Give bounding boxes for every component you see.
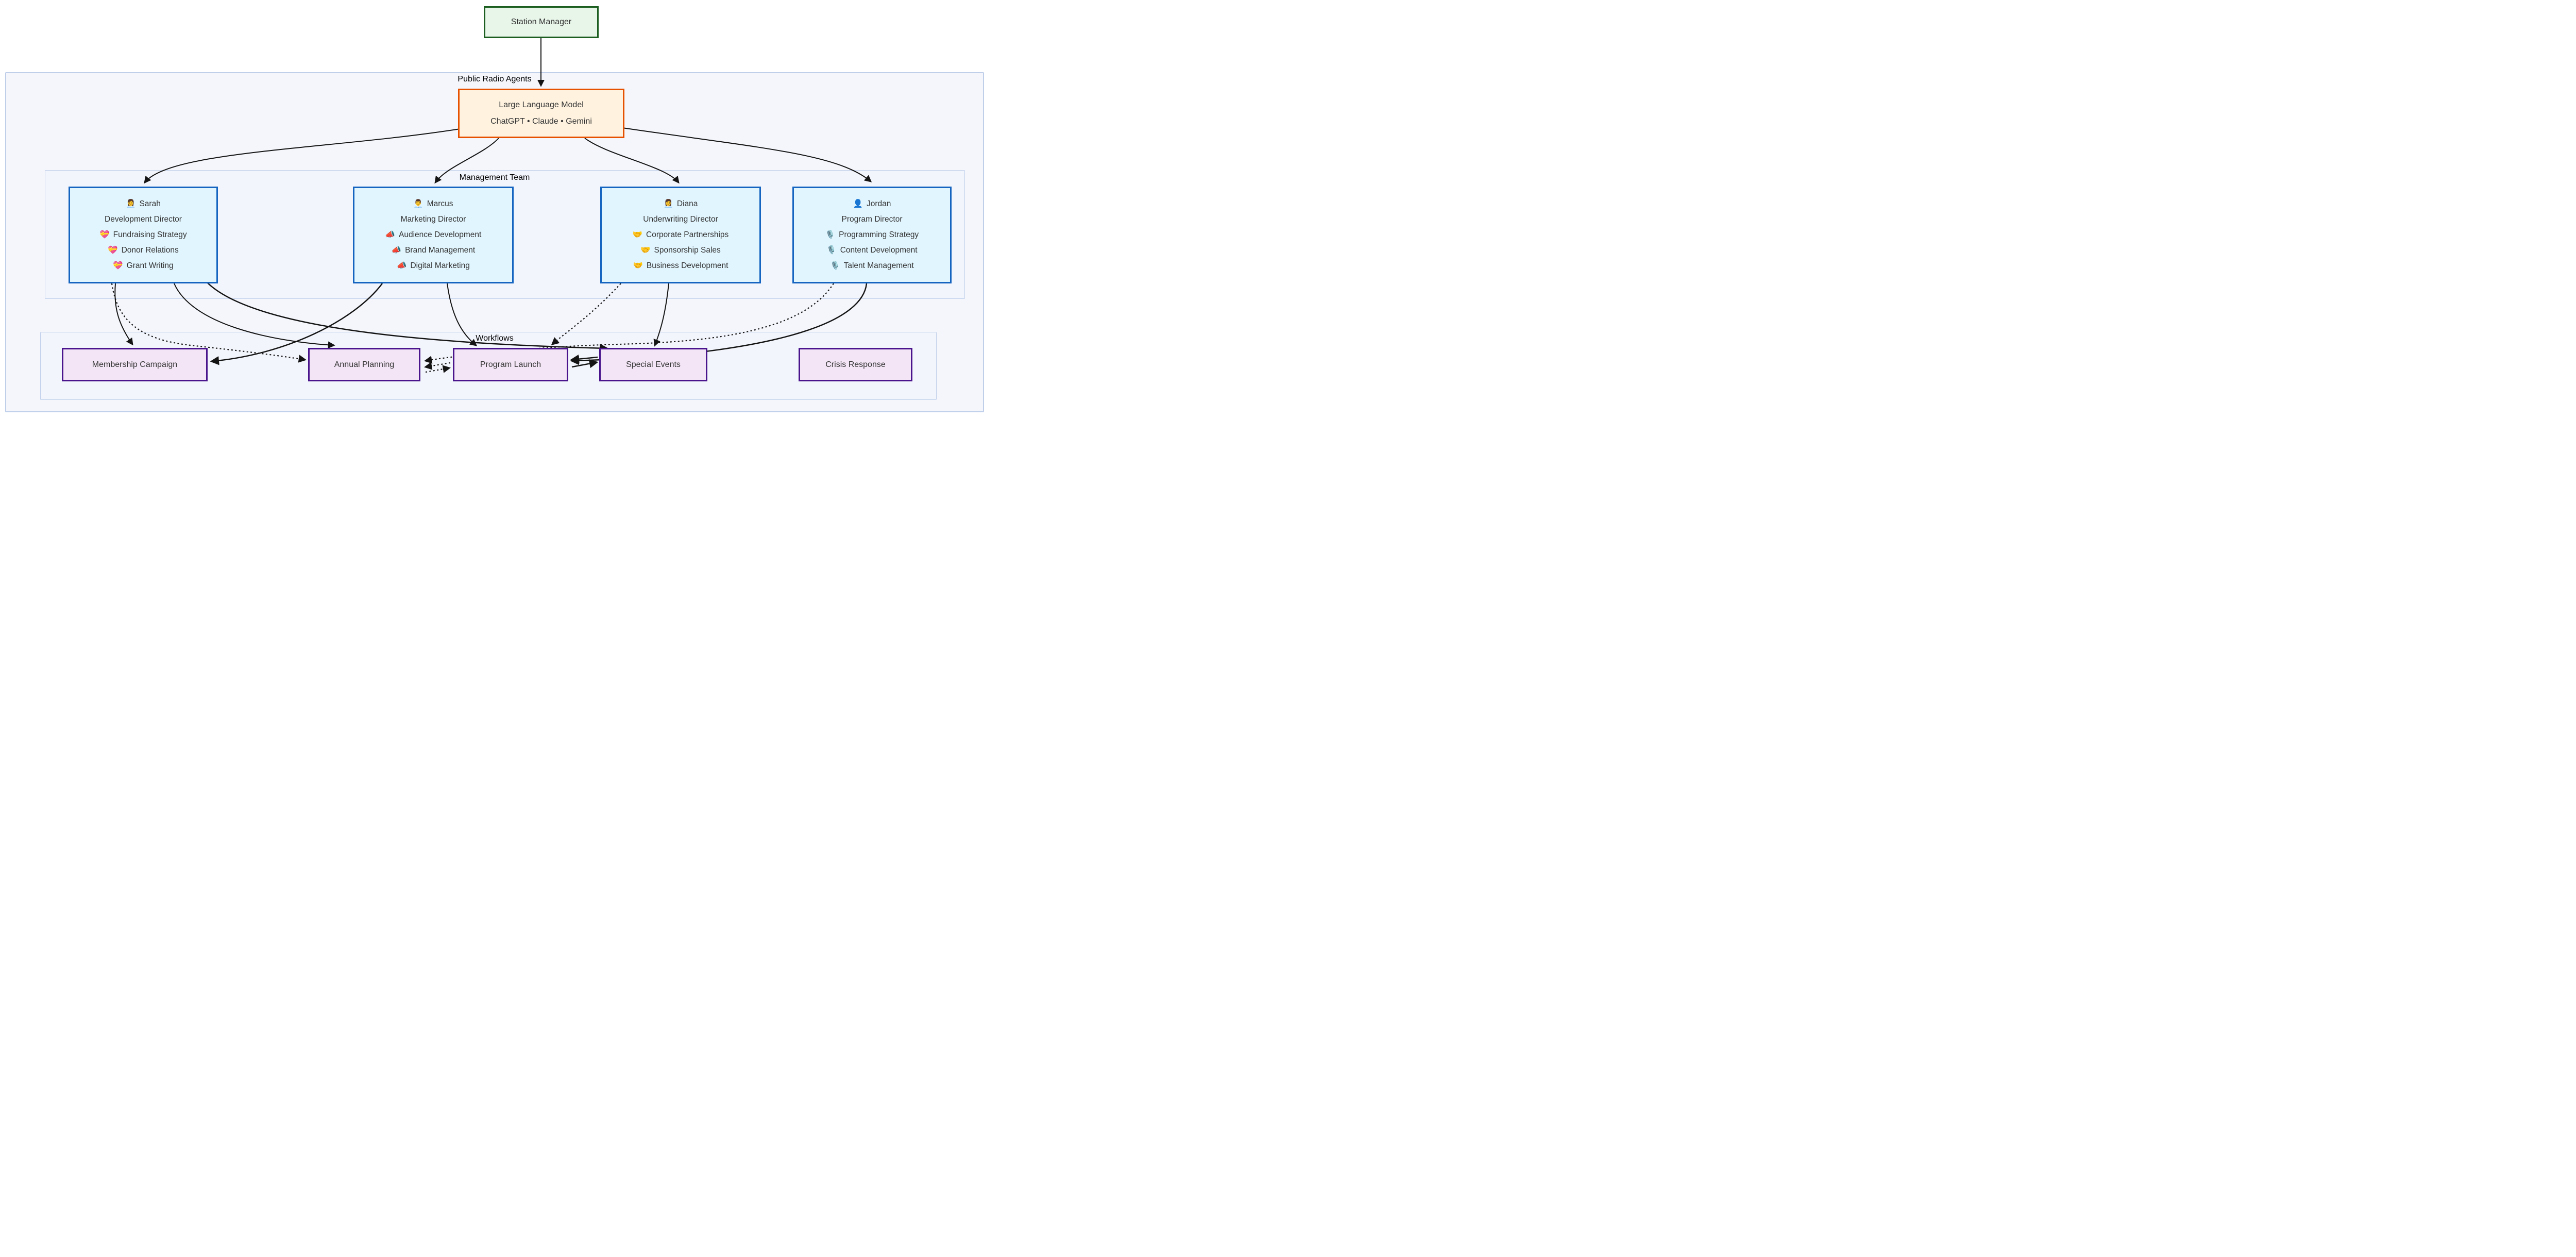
agent-task: 🎙️Content Development <box>826 246 918 255</box>
agent-task: 📣Brand Management <box>391 246 476 255</box>
agent-name: 👩‍💼Diana <box>663 199 698 208</box>
agent-role: Program Director <box>841 215 903 224</box>
workflow-special-events: Special Events <box>599 348 707 381</box>
agent-card-diana: 👩‍💼Diana Underwriting Director 🤝Corporat… <box>600 187 761 283</box>
megaphone-icon: 📣 <box>397 261 407 270</box>
workflow-label: Special Events <box>626 360 681 369</box>
agent-card-jordan: 👤Jordan Program Director 🎙️Programming S… <box>792 187 952 283</box>
woman-office-worker-icon: 👩‍💼 <box>663 199 673 208</box>
studio-microphone-icon: 🎙️ <box>826 246 837 255</box>
man-office-worker-icon: 👨‍💼 <box>413 199 423 208</box>
workflow-crisis-response: Crisis Response <box>799 348 912 381</box>
agent-task: 💝Fundraising Strategy <box>99 230 187 239</box>
group-workflows-label: Workflows <box>476 334 514 343</box>
agent-card-sarah: 👩‍💼Sarah Development Director 💝Fundraisi… <box>69 187 218 283</box>
workflow-label: Annual Planning <box>334 360 395 369</box>
workflow-annual-planning: Annual Planning <box>308 348 420 381</box>
heart-with-ribbon-icon: 💝 <box>99 230 110 239</box>
group-management-team-label: Management Team <box>459 173 530 182</box>
studio-microphone-icon: 🎙️ <box>830 261 840 270</box>
agent-role: Underwriting Director <box>643 215 718 224</box>
agent-task: 🤝Corporate Partnerships <box>632 230 729 239</box>
llm-node: Large Language Model ChatGPT • Claude • … <box>458 89 624 138</box>
workflow-label: Membership Campaign <box>92 360 178 369</box>
agent-name: 👨‍💼Marcus <box>413 199 453 208</box>
diagram-canvas: Public Radio Agents Management Team Work… <box>0 0 989 419</box>
bust-silhouette-icon: 👤 <box>853 199 863 208</box>
station-manager-label: Station Manager <box>511 18 572 26</box>
agent-task: 💝Grant Writing <box>113 261 174 270</box>
agent-task: 📣Digital Marketing <box>397 261 470 270</box>
studio-microphone-icon: 🎙️ <box>825 230 836 239</box>
woman-office-worker-icon: 👩‍💼 <box>126 199 136 208</box>
agent-task: 🤝Business Development <box>633 261 728 270</box>
station-manager-node: Station Manager <box>484 6 599 38</box>
agent-task: 🤝Sponsorship Sales <box>640 246 721 255</box>
agent-role: Marketing Director <box>400 215 466 224</box>
handshake-icon: 🤝 <box>632 230 643 239</box>
workflow-program-launch: Program Launch <box>453 348 568 381</box>
llm-title: Large Language Model <box>499 100 584 109</box>
heart-with-ribbon-icon: 💝 <box>113 261 123 270</box>
handshake-icon: 🤝 <box>633 261 643 270</box>
agent-name: 👤Jordan <box>853 199 891 208</box>
megaphone-icon: 📣 <box>385 230 396 239</box>
heart-with-ribbon-icon: 💝 <box>108 246 118 255</box>
agent-card-marcus: 👨‍💼Marcus Marketing Director 📣Audience D… <box>353 187 514 283</box>
agent-task: 🎙️Programming Strategy <box>825 230 919 239</box>
handshake-icon: 🤝 <box>640 246 651 255</box>
llm-subtitle: ChatGPT • Claude • Gemini <box>490 117 592 126</box>
agent-task: 💝Donor Relations <box>108 246 179 255</box>
agent-task: 🎙️Talent Management <box>830 261 914 270</box>
group-public-radio-agents-label: Public Radio Agents <box>457 75 532 83</box>
workflow-label: Program Launch <box>480 360 541 369</box>
workflow-membership-campaign: Membership Campaign <box>62 348 208 381</box>
agent-task: 📣Audience Development <box>385 230 482 239</box>
megaphone-icon: 📣 <box>391 246 402 255</box>
agent-role: Development Director <box>105 215 182 224</box>
workflow-label: Crisis Response <box>825 360 886 369</box>
agent-name: 👩‍💼Sarah <box>126 199 161 208</box>
